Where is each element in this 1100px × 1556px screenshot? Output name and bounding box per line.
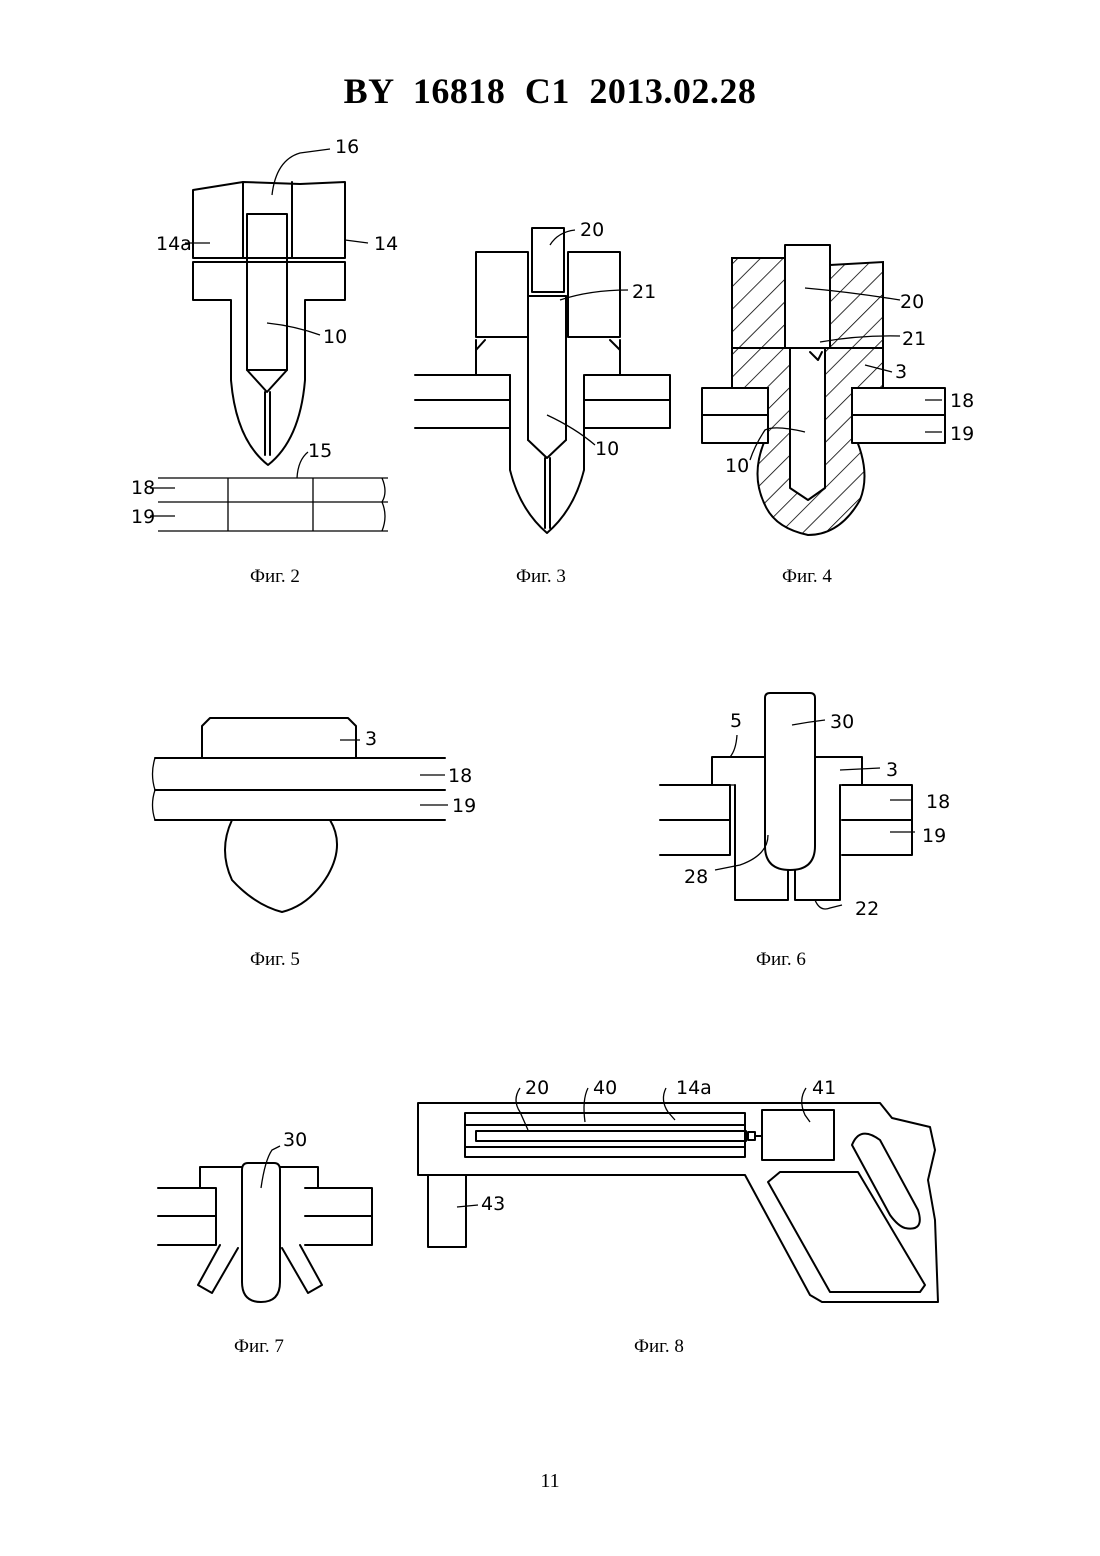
figure-6: 5 30 3 18 19 28 22 Фиг. 6 (660, 693, 950, 970)
figure-8: 20 40 14a 41 43 Фиг. 8 (418, 1077, 938, 1357)
ref-label: 21 (902, 328, 926, 350)
ref-label: 22 (855, 898, 879, 920)
ref-label: 16 (335, 136, 359, 158)
ref-label: 10 (595, 438, 619, 460)
ref-label: 40 (593, 1077, 617, 1099)
ref-label: 15 (308, 440, 332, 462)
ref-label: 20 (525, 1077, 549, 1099)
figure-2: 16 14a 14 10 15 18 19 Фиг. 2 (131, 136, 398, 587)
figure-caption: Фиг. 6 (756, 949, 806, 970)
ref-label: 19 (922, 825, 946, 847)
ref-label: 43 (481, 1193, 505, 1215)
ref-label: 21 (632, 281, 656, 303)
figure-caption: Фиг. 4 (782, 566, 832, 587)
figure-caption: Фиг. 8 (634, 1336, 684, 1357)
ref-label: 19 (950, 423, 974, 445)
ref-label: 10 (323, 326, 347, 348)
ref-label: 20 (900, 291, 924, 313)
ref-label: 3 (886, 759, 898, 781)
ref-label: 14 (374, 233, 398, 255)
ref-label: 19 (131, 506, 155, 528)
ref-label: 30 (830, 711, 854, 733)
figure-3: 20 21 10 Фиг. 3 (415, 219, 670, 587)
ref-label: 41 (812, 1077, 836, 1099)
figure-caption: Фиг. 5 (250, 949, 300, 970)
figure-4: 20 21 3 18 19 10 Фиг. 4 (702, 245, 974, 587)
ref-label: 14a (156, 233, 192, 255)
ref-label: 14a (676, 1077, 712, 1099)
ref-label: 18 (448, 765, 472, 787)
ref-label: 10 (725, 455, 749, 477)
ref-label: 19 (452, 795, 476, 817)
ref-label: 18 (926, 791, 950, 813)
figure-5: 3 18 19 Фиг. 5 (153, 718, 477, 970)
ref-label: 5 (730, 710, 742, 732)
ref-label: 28 (684, 866, 708, 888)
figure-caption: Фиг. 7 (234, 1336, 284, 1357)
ref-label: 18 (131, 477, 155, 499)
ref-label: 20 (580, 219, 604, 241)
page-number: 11 (0, 1470, 1100, 1493)
ref-label: 18 (950, 390, 974, 412)
ref-label: 3 (365, 728, 377, 750)
figure-caption: Фиг. 2 (250, 566, 300, 587)
figure-caption: Фиг. 3 (516, 566, 566, 587)
figure-7: 30 Фиг. 7 (158, 1129, 372, 1357)
ref-label: 3 (895, 361, 907, 383)
ref-label: 30 (283, 1129, 307, 1151)
